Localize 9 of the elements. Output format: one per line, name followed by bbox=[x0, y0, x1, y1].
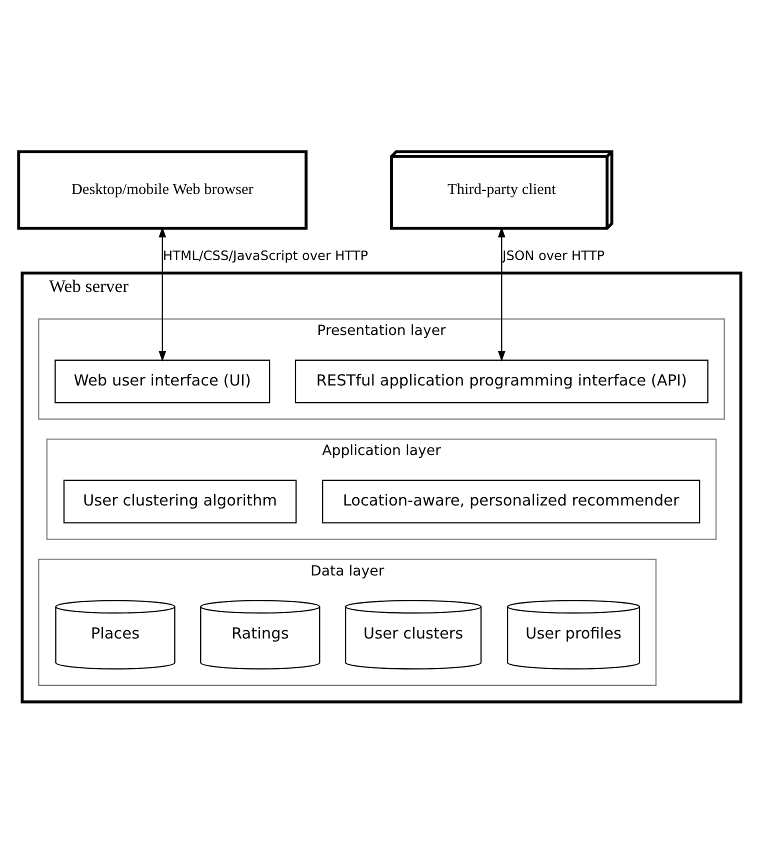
edge-label: HTML/CSS/JavaScript over HTTP bbox=[162, 248, 368, 264]
node-box: User clustering algorithm bbox=[63, 479, 297, 523]
arrow bbox=[498, 226, 506, 362]
node-box: RESTful application programming interface (API) bbox=[294, 359, 708, 403]
node-box: Desktop/mobile Web browser bbox=[17, 150, 308, 230]
arrow bbox=[158, 226, 166, 362]
node-box: Location-aware, personalized recommender bbox=[322, 479, 700, 523]
node-box: Web user interface (UI) bbox=[54, 359, 270, 403]
edge-label: JSON over HTTP bbox=[502, 248, 605, 264]
